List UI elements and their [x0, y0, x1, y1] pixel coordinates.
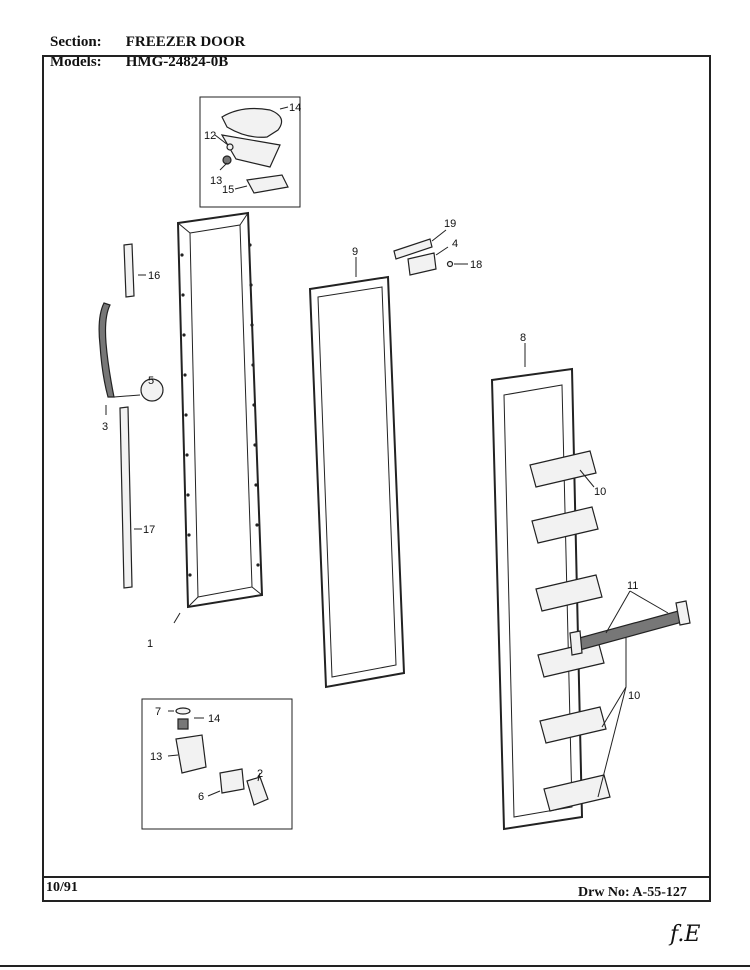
top-hinge-inset: 14 12 13 15	[199, 96, 301, 208]
bottom-bushing-part	[177, 718, 189, 730]
callout-14: 15	[222, 184, 234, 196]
switch-part	[407, 252, 437, 276]
date-code: 10/91	[46, 880, 78, 895]
door-shelf-part	[529, 450, 611, 812]
callout-12: 12	[204, 130, 216, 142]
diagram-frame	[42, 55, 711, 902]
bottom-shim-part	[219, 768, 245, 794]
door-frame-part: 1	[147, 211, 264, 650]
handle-cap-part	[140, 378, 164, 402]
door-inner-panel-part: 8 10 10	[490, 332, 640, 831]
callout-7: 7	[155, 706, 161, 718]
bottom-washer-part	[175, 707, 191, 715]
bottom-hinge-part	[246, 776, 269, 806]
callout-6: 6	[198, 791, 204, 803]
callout-18: 16	[148, 270, 160, 282]
bottom-hinge-inset: 7 14 13 6 2	[141, 698, 293, 830]
hinge-shim-part	[246, 174, 289, 194]
handwritten-initials: f.E	[670, 922, 701, 947]
door-gasket-part: 9	[308, 246, 406, 689]
shelf-retainer-part: 11	[569, 580, 691, 656]
door-switch-assembly: 19 4 18	[393, 218, 482, 276]
door-handle-part: 3 5	[98, 302, 164, 433]
models-label: Models:	[50, 54, 102, 70]
section-line: Section: FREEZER DOOR	[50, 34, 245, 51]
callout-13: 13	[210, 175, 222, 187]
callout-9: 9	[352, 246, 358, 258]
handle-trim-bottom-part: 17	[119, 406, 155, 589]
callout-5: 5	[148, 375, 154, 387]
callout-8: 8	[520, 332, 526, 344]
callout-3: 3	[102, 421, 108, 433]
callout-21: 19	[444, 218, 456, 230]
callout-2: 2	[257, 768, 263, 780]
models-line: Models: HMG-24824-0B	[50, 54, 228, 71]
hinge-bushing-part	[222, 155, 232, 165]
callout-10-lower: 10	[628, 690, 640, 702]
page-bottom-rule	[0, 965, 750, 967]
drawing-number: Drw No: A-55-127	[578, 885, 687, 900]
callout-19: 17	[143, 524, 155, 536]
callout-15: 13	[150, 751, 162, 763]
switch-screw-part	[446, 260, 454, 268]
top-hinge-part	[220, 134, 281, 168]
model-number: HMG-24824-0B	[125, 54, 229, 70]
callout-4: 4	[452, 238, 458, 250]
switch-bracket-part	[393, 238, 433, 260]
handle-trim-top-part: 16	[123, 243, 160, 298]
section-label: Section:	[50, 34, 102, 50]
hinge-pin-part	[226, 143, 234, 151]
callout-20: 18	[470, 259, 482, 271]
hinge-cover-part	[221, 107, 283, 138]
bottom-hinge-bracket-part	[175, 734, 207, 774]
parts-diagram: 14 12 13 15 1 16 3 5	[42, 55, 711, 902]
section-title: FREEZER DOOR	[125, 34, 246, 50]
callout-10-upper: 10	[594, 486, 606, 498]
callout-1: 1	[147, 638, 153, 650]
callout-11: 11	[627, 580, 638, 592]
callout-16: 14	[208, 713, 220, 725]
callout-17: 14	[289, 102, 301, 114]
